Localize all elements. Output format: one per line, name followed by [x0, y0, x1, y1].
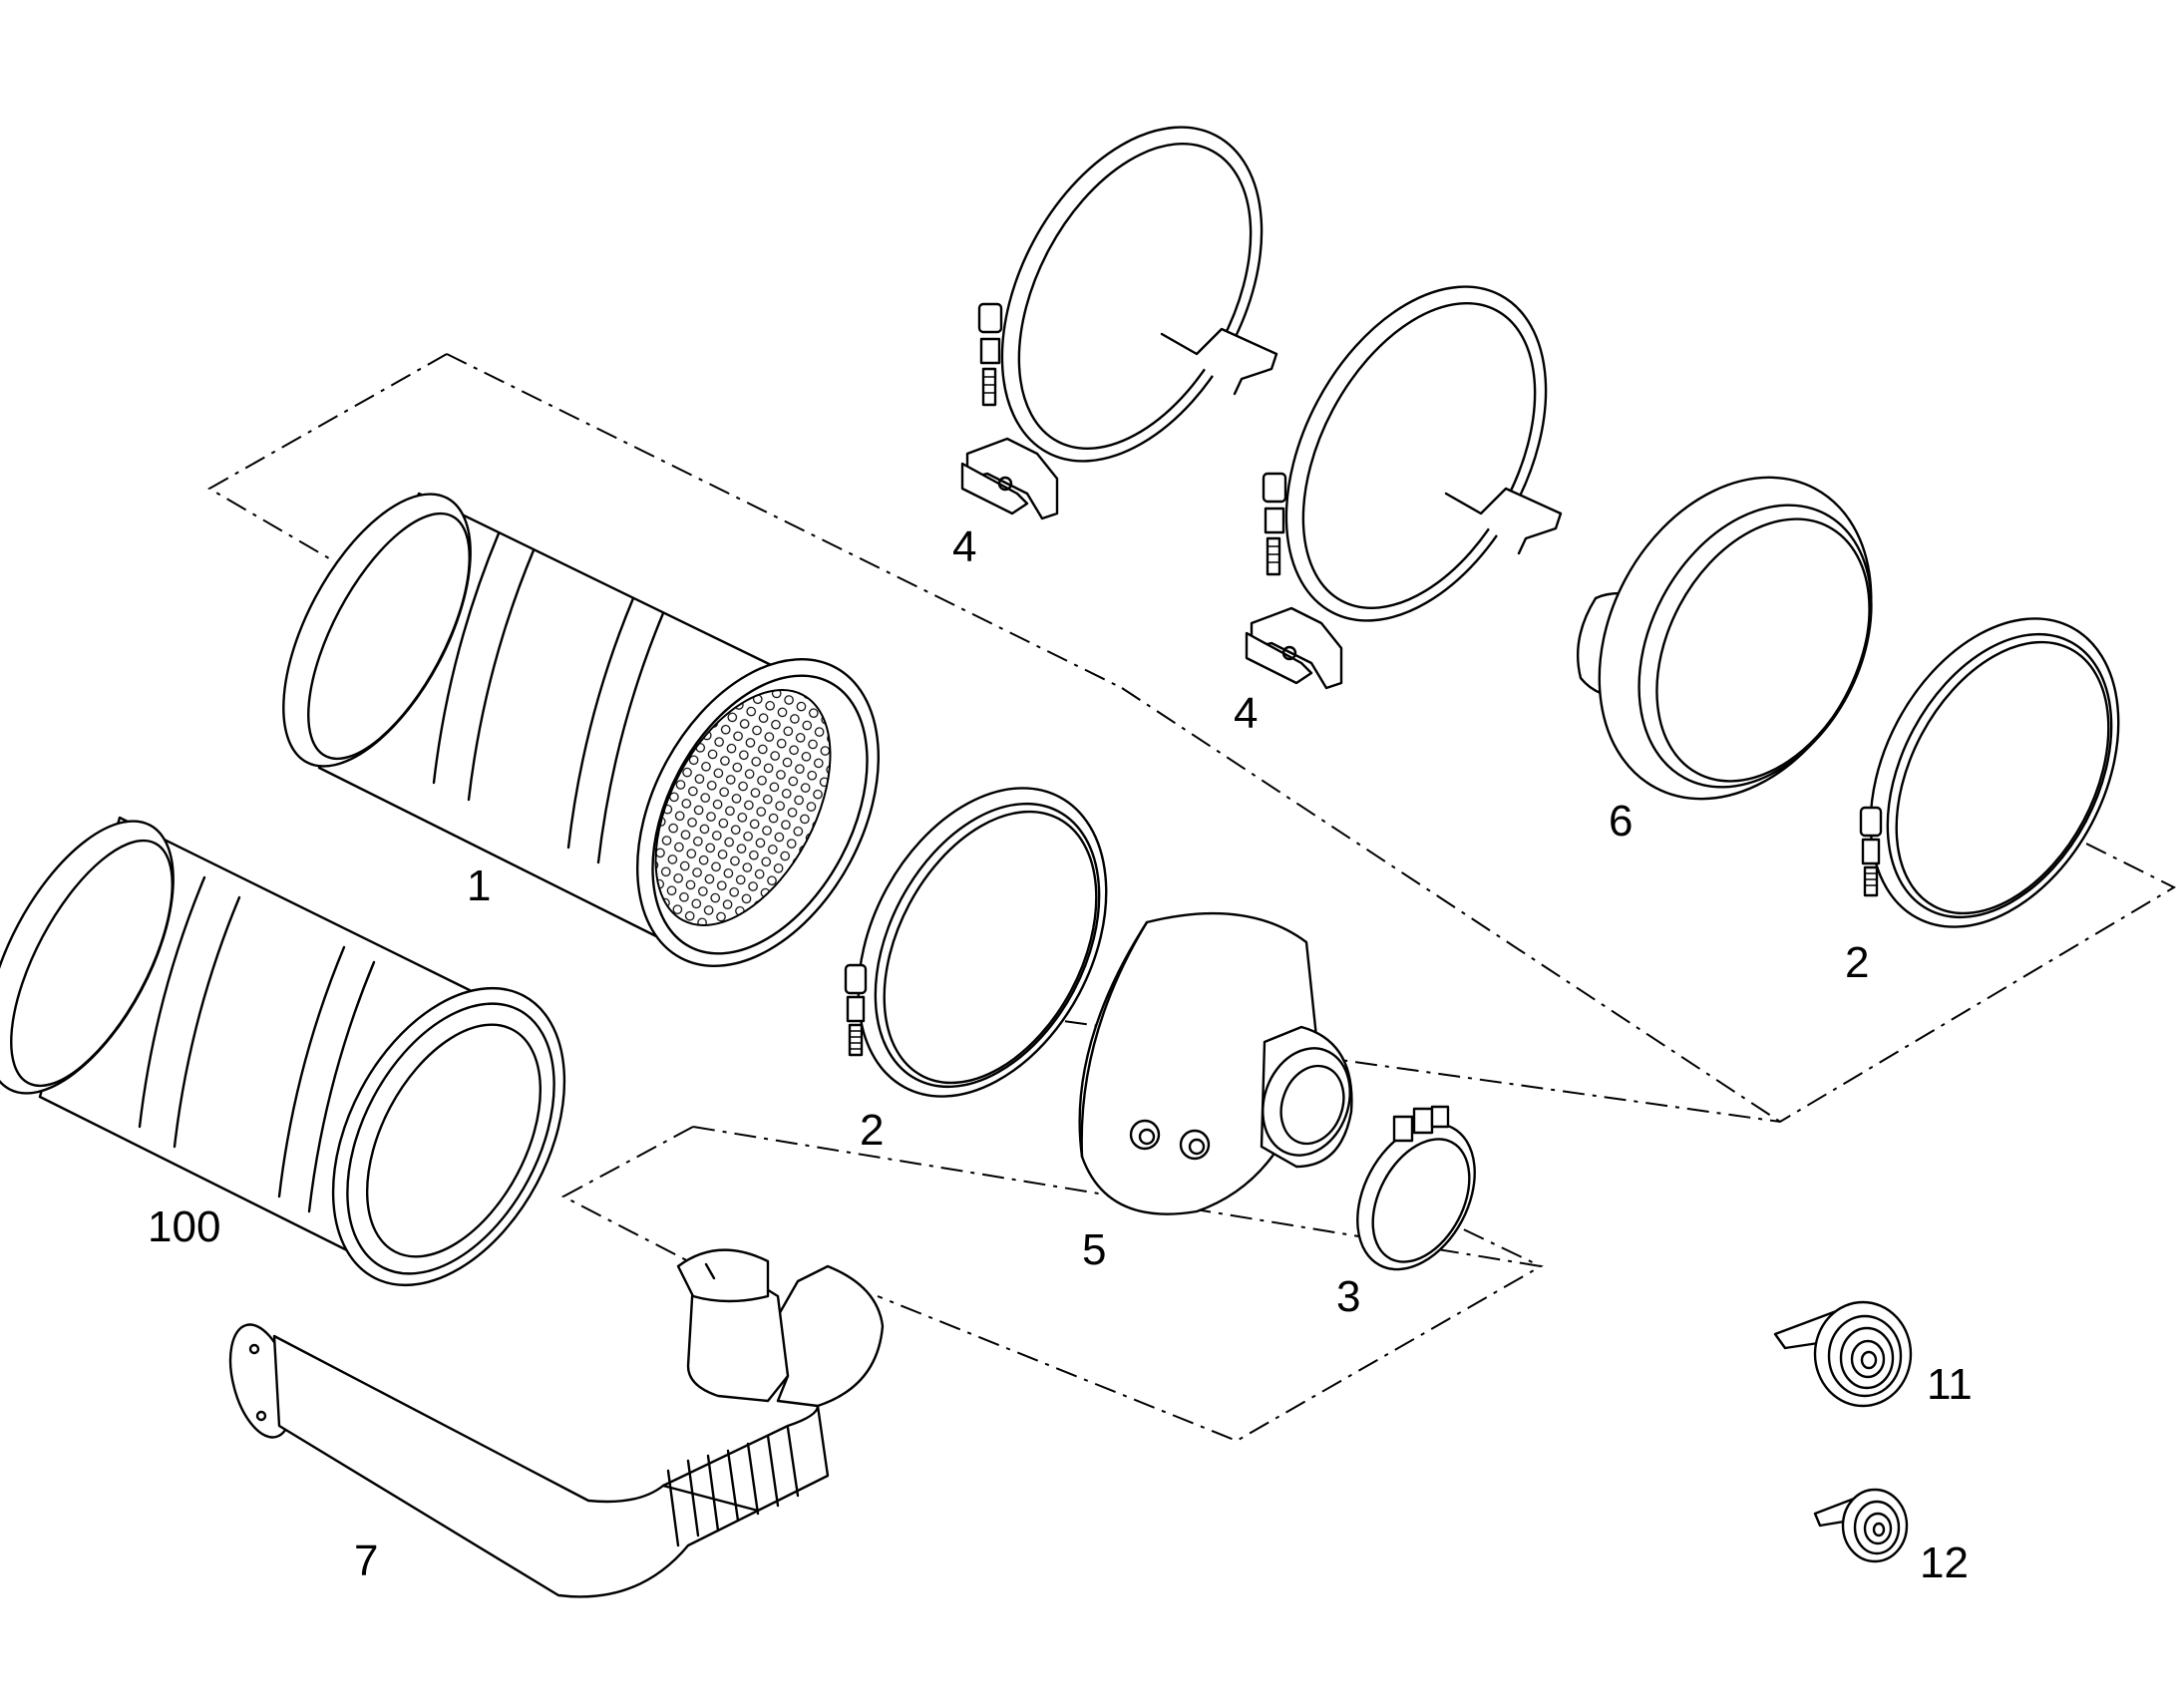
callout-part-1: 1	[467, 861, 491, 910]
inlet-end-cap	[1576, 476, 1873, 801]
small-clamp	[1356, 1105, 1476, 1271]
muffler-body-plain	[0, 816, 566, 1287]
muffler-body-with-screen	[282, 492, 881, 968]
sealing-tape-roll-small	[1813, 1488, 1909, 1563]
end-cap-with-outlet	[1078, 911, 1353, 1215]
callout-part-3: 3	[1336, 1272, 1360, 1321]
callout-part-4-upper: 4	[952, 522, 976, 571]
callout-part-2-front: 2	[860, 1106, 884, 1155]
exhaust-pipe	[228, 1248, 885, 1598]
mounting-bracket-lower	[1245, 285, 1563, 690]
callout-part-4-lower: 4	[1234, 689, 1258, 738]
sealing-tape-roll-large	[1773, 1300, 1913, 1408]
mounting-bracket-upper	[960, 126, 1278, 520]
callout-part-5: 5	[1082, 1225, 1106, 1274]
callout-part-2-rear: 2	[1845, 938, 1869, 987]
callout-part-6: 6	[1609, 797, 1633, 846]
callout-part-100: 100	[148, 1202, 220, 1251]
clamp-ring-rear	[1859, 617, 2120, 928]
callout-part-12: 12	[1920, 1538, 1969, 1587]
callout-part-11: 11	[1927, 1360, 1973, 1409]
clamp-ring-front	[844, 787, 1108, 1098]
callout-part-7: 7	[354, 1537, 378, 1585]
